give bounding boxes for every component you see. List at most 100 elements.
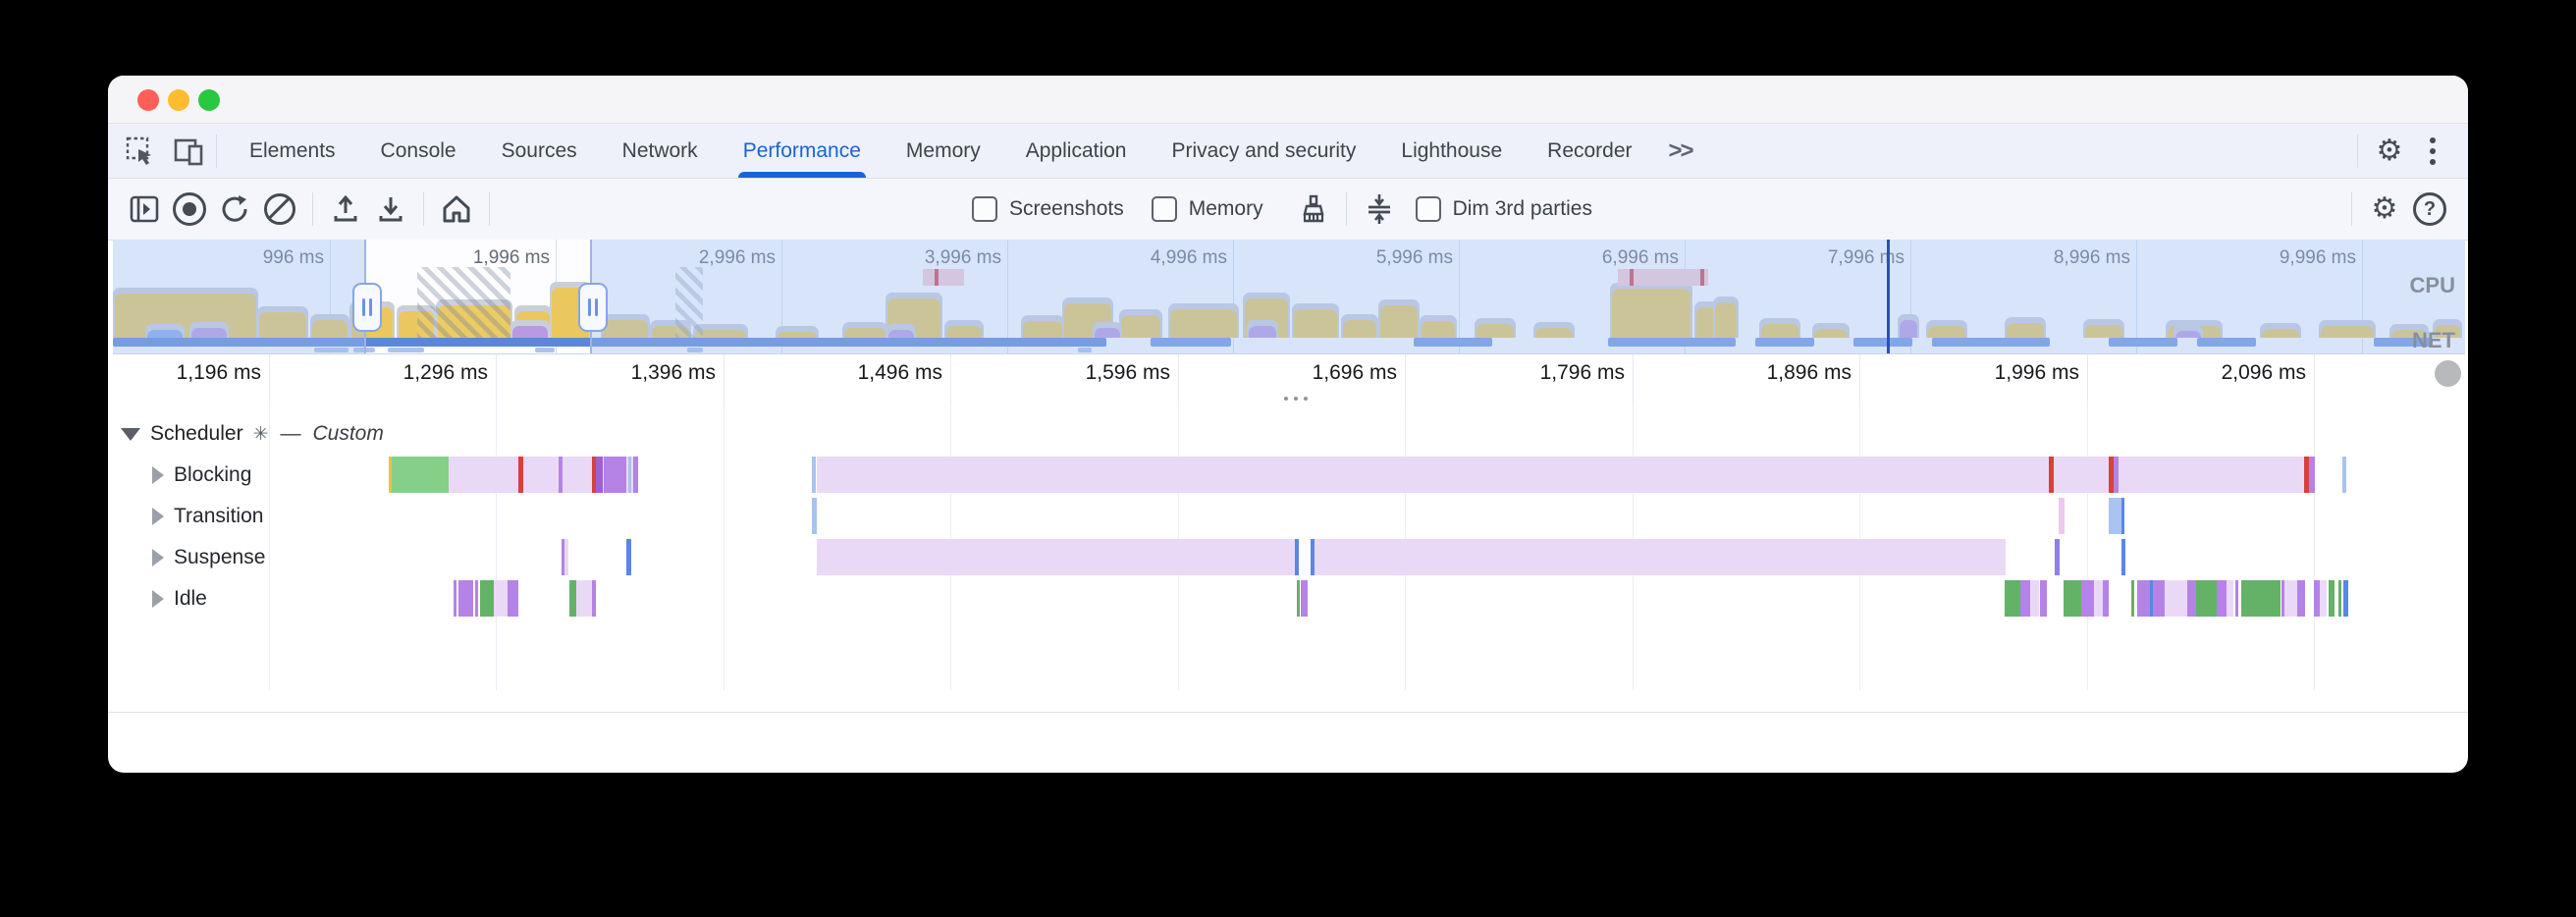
trace-event[interactable]: [817, 539, 1295, 575]
close-window-button[interactable]: [137, 89, 159, 111]
trace-event[interactable]: [2121, 498, 2124, 534]
trace-event[interactable]: [2103, 580, 2109, 617]
trace-event[interactable]: [1301, 580, 1308, 617]
left-selection-handle[interactable]: [352, 283, 382, 332]
trace-event[interactable]: [2150, 580, 2153, 617]
maximize-window-button[interactable]: [198, 89, 220, 111]
trace-event[interactable]: [1297, 580, 1300, 617]
trace-event[interactable]: [2338, 580, 2341, 617]
tab-privacy-and-security[interactable]: Privacy and security: [1171, 138, 1357, 162]
trace-event[interactable]: [458, 580, 473, 617]
device-toolbar-icon[interactable]: [173, 135, 206, 168]
scrollbar-thumb[interactable]: [2435, 360, 2461, 387]
trace-event[interactable]: [633, 457, 638, 493]
trace-event[interactable]: [592, 457, 596, 493]
collapse-tracks-icon[interactable]: [1357, 187, 1402, 232]
customize-menu-icon[interactable]: [2411, 130, 2454, 173]
tab-console[interactable]: Console: [380, 138, 456, 162]
trace-event[interactable]: [812, 498, 817, 534]
expand-triangle-icon[interactable]: [152, 589, 164, 608]
playhead-line[interactable]: [1887, 240, 1890, 353]
trace-event[interactable]: [564, 539, 568, 575]
trace-event[interactable]: [569, 580, 576, 617]
trace-event[interactable]: [494, 580, 508, 617]
trace-event[interactable]: [2309, 457, 2315, 493]
trace-event[interactable]: [604, 457, 626, 493]
trace-event[interactable]: [2114, 457, 2119, 493]
dim-3rd-parties-checkbox[interactable]: [1415, 196, 1441, 222]
trace-event[interactable]: [2081, 580, 2094, 617]
resize-grip-icon[interactable]: [1284, 397, 1308, 401]
trace-event[interactable]: [1315, 539, 2006, 575]
trace-event[interactable]: [2241, 580, 2281, 617]
live-metrics-home-icon[interactable]: [434, 187, 479, 232]
trace-event[interactable]: [475, 580, 478, 617]
tab-performance[interactable]: Performance: [721, 124, 884, 178]
trace-event[interactable]: [508, 580, 518, 617]
garbage-collect-icon[interactable]: [1291, 187, 1336, 232]
trace-event[interactable]: [2121, 539, 2125, 575]
trace-event[interactable]: [2235, 580, 2238, 617]
toggle-sidebar-icon[interactable]: [122, 187, 167, 232]
record-icon[interactable]: [167, 187, 212, 232]
trace-event[interactable]: [480, 580, 494, 617]
trace-event[interactable]: [2030, 580, 2039, 617]
help-icon[interactable]: ?: [2407, 187, 2452, 232]
trace-event[interactable]: [2040, 580, 2047, 617]
tab-lighthouse[interactable]: Lighthouse: [1401, 138, 1503, 162]
trace-event[interactable]: [2304, 457, 2309, 493]
trace-event[interactable]: [2227, 580, 2233, 617]
tab-elements[interactable]: Elements: [249, 138, 336, 162]
trace-event[interactable]: [2343, 580, 2348, 617]
memory-checkbox[interactable]: [1151, 196, 1177, 222]
trace-event[interactable]: [817, 457, 2307, 493]
trace-event[interactable]: [628, 457, 631, 493]
tab-application[interactable]: Application: [1025, 138, 1127, 162]
trace-event[interactable]: [2329, 580, 2334, 617]
right-selection-handle[interactable]: [578, 283, 608, 332]
settings-gear-icon[interactable]: ⚙: [2376, 134, 2403, 167]
trace-event[interactable]: [518, 457, 523, 493]
trace-event[interactable]: [2131, 580, 2134, 617]
tab-network[interactable]: Network: [621, 138, 698, 162]
tab-recorder[interactable]: Recorder: [1547, 138, 1633, 162]
trace-event[interactable]: [392, 457, 449, 493]
screenshots-checkbox[interactable]: [972, 196, 997, 222]
trace-event[interactable]: [592, 580, 596, 617]
record-and-reload-icon[interactable]: [212, 187, 257, 232]
upload-profile-icon[interactable]: [323, 187, 368, 232]
trace-event[interactable]: [2064, 580, 2081, 617]
tab-memory[interactable]: Memory: [905, 138, 981, 162]
trace-event[interactable]: [454, 580, 456, 617]
trace-event[interactable]: [812, 457, 816, 493]
trace-event[interactable]: [596, 457, 603, 493]
capture-settings-gear-icon[interactable]: ⚙: [2371, 192, 2398, 225]
trace-event[interactable]: [2055, 539, 2060, 575]
trace-event[interactable]: [2320, 580, 2327, 617]
trace-event[interactable]: [576, 580, 592, 617]
track-header-scheduler[interactable]: Scheduler ✳ — Custom: [121, 422, 384, 446]
trace-event[interactable]: [389, 457, 392, 493]
trace-event[interactable]: [2049, 457, 2054, 493]
trace-event[interactable]: [2196, 580, 2217, 617]
trace-event[interactable]: [2281, 580, 2284, 617]
expand-triangle-icon[interactable]: [152, 465, 164, 484]
trace-event[interactable]: [1295, 539, 1299, 575]
trace-event[interactable]: [2137, 580, 2150, 617]
trace-event[interactable]: [2217, 580, 2227, 617]
collapse-triangle-icon[interactable]: [121, 427, 140, 441]
expand-triangle-icon[interactable]: [152, 507, 164, 525]
trace-event[interactable]: [2109, 457, 2114, 493]
trace-event[interactable]: [2297, 580, 2305, 617]
trace-event[interactable]: [2314, 580, 2320, 617]
trace-event[interactable]: [2342, 457, 2346, 493]
download-profile-icon[interactable]: [368, 187, 413, 232]
trace-event[interactable]: [559, 457, 563, 493]
tab-sources[interactable]: Sources: [501, 138, 577, 162]
trace-event[interactable]: [626, 539, 631, 575]
trace-event[interactable]: [2165, 580, 2187, 617]
trace-event[interactable]: [2284, 580, 2297, 617]
inspect-element-icon[interactable]: [124, 135, 157, 168]
